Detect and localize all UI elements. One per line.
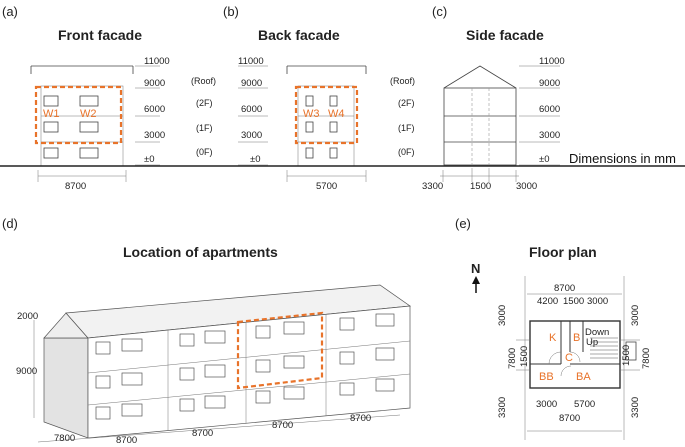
height-main-label: 9000 <box>16 366 37 377</box>
apartment-location-highlight <box>236 311 324 390</box>
plan-left-mid2: 1500 <box>519 346 530 367</box>
side-facade-drawing <box>440 65 560 182</box>
plan-left-mid: 7800 <box>507 348 518 369</box>
plan-top-total: 8700 <box>554 283 575 294</box>
room-b-label: B <box>573 332 580 344</box>
back-elev-9000: 9000 <box>241 78 262 89</box>
front-elev-9000: 9000 <box>144 78 165 89</box>
panel-c-letter: (c) <box>432 4 447 19</box>
front-elev-3000: 3000 <box>144 130 165 141</box>
panel-e-letter: (e) <box>455 216 471 231</box>
side-elev-6000: 6000 <box>539 104 560 115</box>
front-apartment-highlight <box>34 85 123 145</box>
width-3-label: 8700 <box>272 420 293 431</box>
plan-bot-total: 8700 <box>559 413 580 424</box>
panel-b-letter: (b) <box>223 4 239 19</box>
panel-d-letter: (d) <box>2 216 18 231</box>
dimensions-note: Dimensions in mm <box>569 151 676 166</box>
plan-bot-b: 5700 <box>574 399 595 410</box>
side-facade-title: Side facade <box>466 27 544 43</box>
plan-left-bot: 3300 <box>497 397 508 418</box>
back-facade-drawing <box>286 65 367 182</box>
front-elev-11000: 11000 <box>144 56 170 67</box>
building-3d-drawing <box>43 284 411 439</box>
building-dimension-lines <box>33 320 401 443</box>
width-4-label: 8700 <box>350 413 371 424</box>
side-width-left: 3300 <box>422 181 443 192</box>
plan-right-bot: 3300 <box>630 397 641 418</box>
plan-top-a: 4200 <box>537 296 558 307</box>
width-side-label: 7800 <box>54 433 75 444</box>
window-w3-label: W3 <box>303 108 320 120</box>
location-title: Location of apartments <box>123 244 278 260</box>
window-w4-label: W4 <box>328 108 345 120</box>
back-elev-6000: 6000 <box>241 104 262 115</box>
plan-bot-a: 3000 <box>536 399 557 410</box>
width-2-label: 8700 <box>192 428 213 439</box>
panel-a-letter: (a) <box>2 4 18 19</box>
plan-right-mid: 7800 <box>641 348 652 369</box>
back-elev-3000: 3000 <box>241 130 262 141</box>
front-elevation-scale <box>135 65 160 166</box>
back-width-label: 5700 <box>316 181 337 192</box>
floor-plan-title: Floor plan <box>529 244 597 260</box>
plan-right-mid2: 1500 <box>621 345 632 366</box>
room-bb-label: BB <box>539 371 554 383</box>
back-elev-0: ±0 <box>250 154 261 165</box>
front-elev-6000: 6000 <box>144 104 165 115</box>
room-c-label: C <box>565 352 573 364</box>
floor-1f-label-1: (1F) <box>196 123 213 133</box>
stairs-up-label: Up <box>586 337 598 348</box>
room-k-label: K <box>549 332 557 344</box>
window-w2-label: W2 <box>80 108 97 120</box>
floor-1f-label-2: (1F) <box>398 123 415 133</box>
side-elev-0: ±0 <box>539 154 550 165</box>
front-facade-drawing <box>30 65 134 182</box>
floor-roof-label-2: (Roof) <box>390 76 415 86</box>
room-ba-label: BA <box>576 371 591 383</box>
back-facade-title: Back facade <box>258 27 340 43</box>
height-top-label: 2000 <box>17 311 38 322</box>
side-width-right: 3000 <box>516 181 537 192</box>
side-elev-9000: 9000 <box>539 78 560 89</box>
side-elev-11000: 11000 <box>539 56 565 67</box>
plan-right-top: 3000 <box>630 305 641 326</box>
plan-top-c: 3000 <box>587 296 608 307</box>
side-elev-3000: 3000 <box>539 130 560 141</box>
front-facade-title: Front facade <box>58 27 142 43</box>
plan-left-top: 3000 <box>497 305 508 326</box>
stairs-down-label: Down <box>585 327 609 338</box>
floor-0f-label-1: (0F) <box>196 147 213 157</box>
back-elev-11000: 11000 <box>238 56 264 67</box>
floor-plan-drawing <box>516 276 640 440</box>
width-1-label: 8700 <box>116 435 137 446</box>
front-elev-0: ±0 <box>144 154 155 165</box>
plan-top-b: 1500 <box>563 296 584 307</box>
building-windows <box>95 313 395 420</box>
floor-0f-label-2: (0F) <box>398 147 415 157</box>
back-elevation-scale <box>238 65 268 166</box>
front-width-label: 8700 <box>65 181 86 192</box>
north-arrow-icon <box>472 276 480 293</box>
floor-roof-label-1: (Roof) <box>191 76 216 86</box>
side-width-mid: 1500 <box>470 181 491 192</box>
window-w1-label: W1 <box>43 108 60 120</box>
floor-2f-label-1: (2F) <box>196 98 213 108</box>
floor-2f-label-2: (2F) <box>398 98 415 108</box>
back-apartment-highlight <box>294 85 359 145</box>
north-label: N <box>471 261 480 276</box>
